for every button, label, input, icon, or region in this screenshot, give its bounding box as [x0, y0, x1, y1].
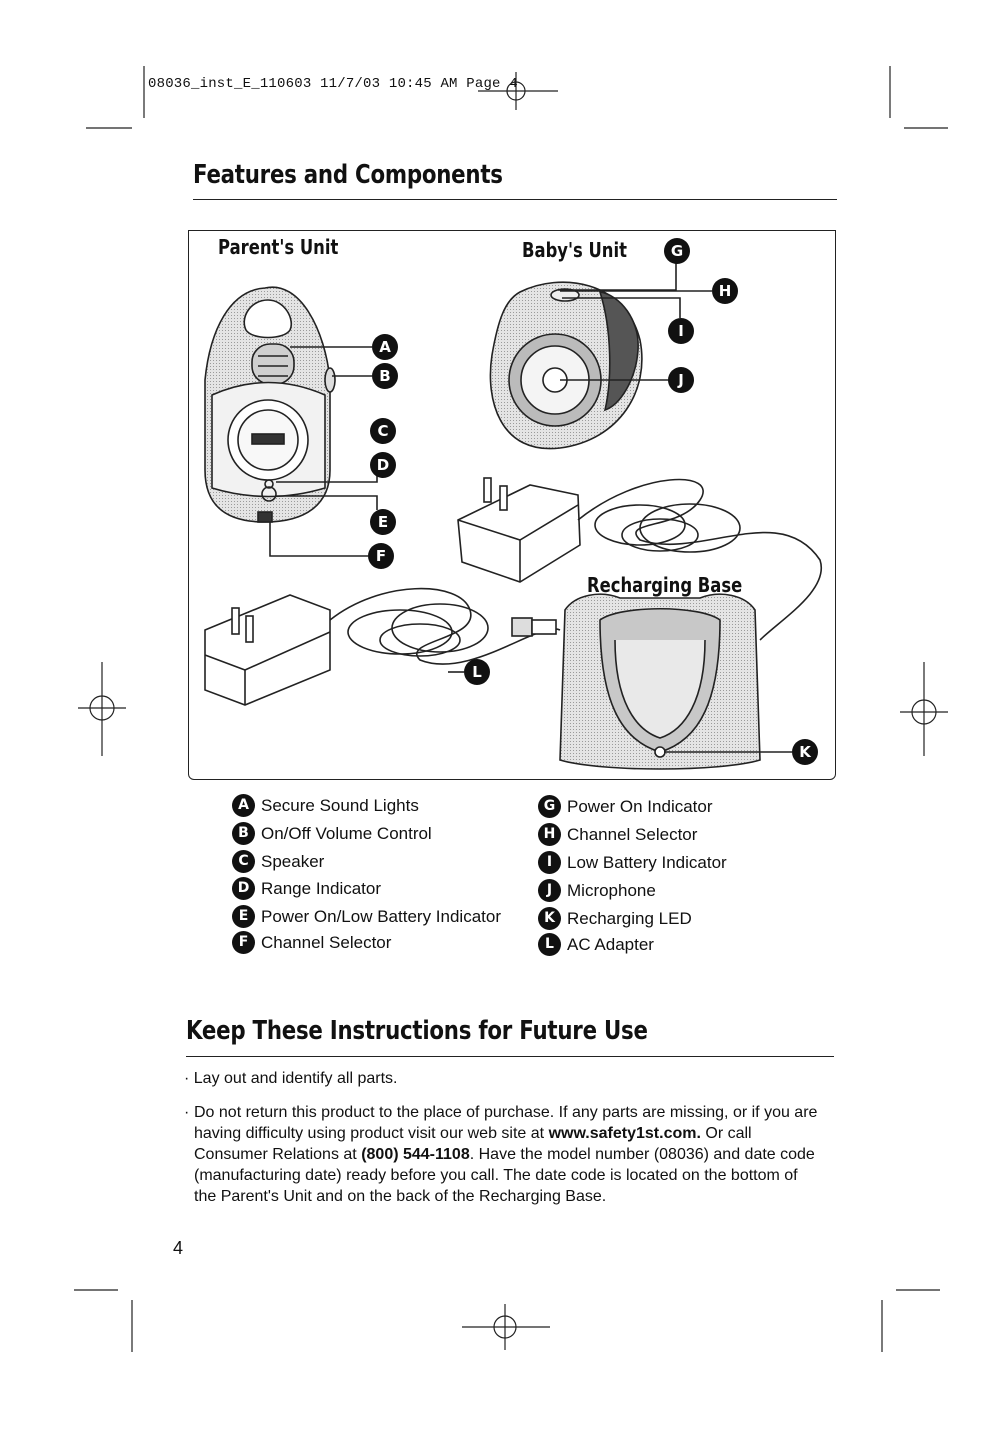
legend-label: Recharging LED: [567, 908, 692, 928]
callout-c: C: [370, 418, 396, 444]
callout-i: I: [668, 318, 694, 344]
legend-badge: D: [232, 877, 255, 900]
legend-badge: J: [538, 879, 561, 902]
bullet-text: Lay out and identify all parts.: [193, 1070, 398, 1087]
bullet-paragraph: Do not return this product to the place …: [184, 1102, 824, 1207]
bullet-marker: ·: [184, 1070, 194, 1087]
legend-badge: A: [232, 794, 255, 817]
legend-item: B On/Off Volume Control: [232, 822, 432, 845]
legend-badge: C: [232, 850, 255, 873]
legend-item: H Channel Selector: [538, 823, 697, 846]
parents-unit-label: Parent's Unit: [218, 235, 339, 259]
callout-b: B: [372, 363, 398, 389]
legend-badge: K: [538, 907, 561, 930]
callout-a: A: [372, 334, 398, 360]
bullet-text: Or call Consumer Relations at: [194, 1125, 752, 1163]
callout-l: L: [464, 659, 490, 685]
legend-badge: L: [538, 933, 561, 956]
callout-g: G: [664, 238, 690, 264]
ac-adapter-lower-drawing: [204, 587, 561, 706]
list-item: · Do not return this product to the plac…: [184, 1102, 824, 1207]
bullet-marker: ·: [184, 1104, 190, 1121]
legend-item: K Recharging LED: [538, 907, 692, 930]
legend-label: Channel Selector: [261, 932, 392, 952]
section-title-keep-instructions: Keep These Instructions for Future Use: [186, 1016, 648, 1046]
section-title-features: Features and Components: [193, 160, 503, 190]
callout-d: D: [370, 452, 396, 478]
legend-item: A Secure Sound Lights: [232, 794, 419, 817]
callout-h: H: [712, 278, 738, 304]
section-rule: [186, 1056, 834, 1057]
callout-k: K: [792, 739, 818, 765]
list-item: · Lay out and identify all parts.: [184, 1068, 397, 1089]
page-number: 4: [173, 1238, 184, 1258]
website-link[interactable]: www.safety1st.com.: [548, 1125, 701, 1142]
section-rule: [193, 199, 837, 200]
legend-label: On/Off Volume Control: [261, 823, 432, 843]
babys-unit-label: Baby's Unit: [522, 238, 627, 262]
legend-item: J Microphone: [538, 879, 656, 902]
ac-adapter-upper-drawing: [457, 477, 823, 641]
recharging-base-drawing: [559, 593, 761, 770]
legend-badge: E: [232, 905, 255, 928]
bullet-text: . Have the model number (08036) and date…: [194, 1146, 815, 1205]
phone-number: (800) 544-1108: [361, 1146, 470, 1163]
legend-item: C Speaker: [232, 850, 324, 873]
legend-badge: I: [538, 851, 561, 874]
legend-item: L AC Adapter: [538, 933, 654, 956]
printer-slug-line: 08036_inst_E_110603 11/7/03 10:45 AM Pag…: [148, 76, 518, 92]
legend-label: Range Indicator: [261, 878, 382, 898]
legend-item: D Range Indicator: [232, 877, 381, 900]
legend-badge: G: [538, 795, 561, 818]
callout-j: J: [668, 367, 694, 393]
components-figure: [188, 230, 836, 780]
legend-label: AC Adapter: [567, 934, 654, 954]
babys-unit-drawing: [489, 281, 643, 450]
legend-badge: H: [538, 823, 561, 846]
legend-label: Low Battery Indicator: [567, 852, 727, 872]
legend-badge: F: [232, 931, 255, 954]
legend-item: G Power On Indicator: [538, 795, 713, 818]
callout-e: E: [370, 509, 396, 535]
legend-label: Microphone: [567, 880, 656, 900]
legend-badge: B: [232, 822, 255, 845]
legend-item: I Low Battery Indicator: [538, 851, 727, 874]
legend-label: Channel Selector: [567, 824, 698, 844]
recharging-base-label: Recharging Base: [587, 573, 743, 597]
legend-label: Secure Sound Lights: [261, 795, 419, 815]
legend-label: Power On Indicator: [567, 796, 713, 816]
callout-f: F: [368, 543, 394, 569]
legend-label: Speaker: [261, 851, 325, 871]
bullet-text: Do not return this product to the place …: [194, 1104, 818, 1142]
legend-label: Power On/Low Battery Indicator: [261, 906, 502, 926]
parents-unit-drawing: [204, 286, 336, 523]
legend-item: F Channel Selector: [232, 931, 391, 954]
legend-item: E Power On/Low Battery Indicator: [232, 905, 501, 928]
